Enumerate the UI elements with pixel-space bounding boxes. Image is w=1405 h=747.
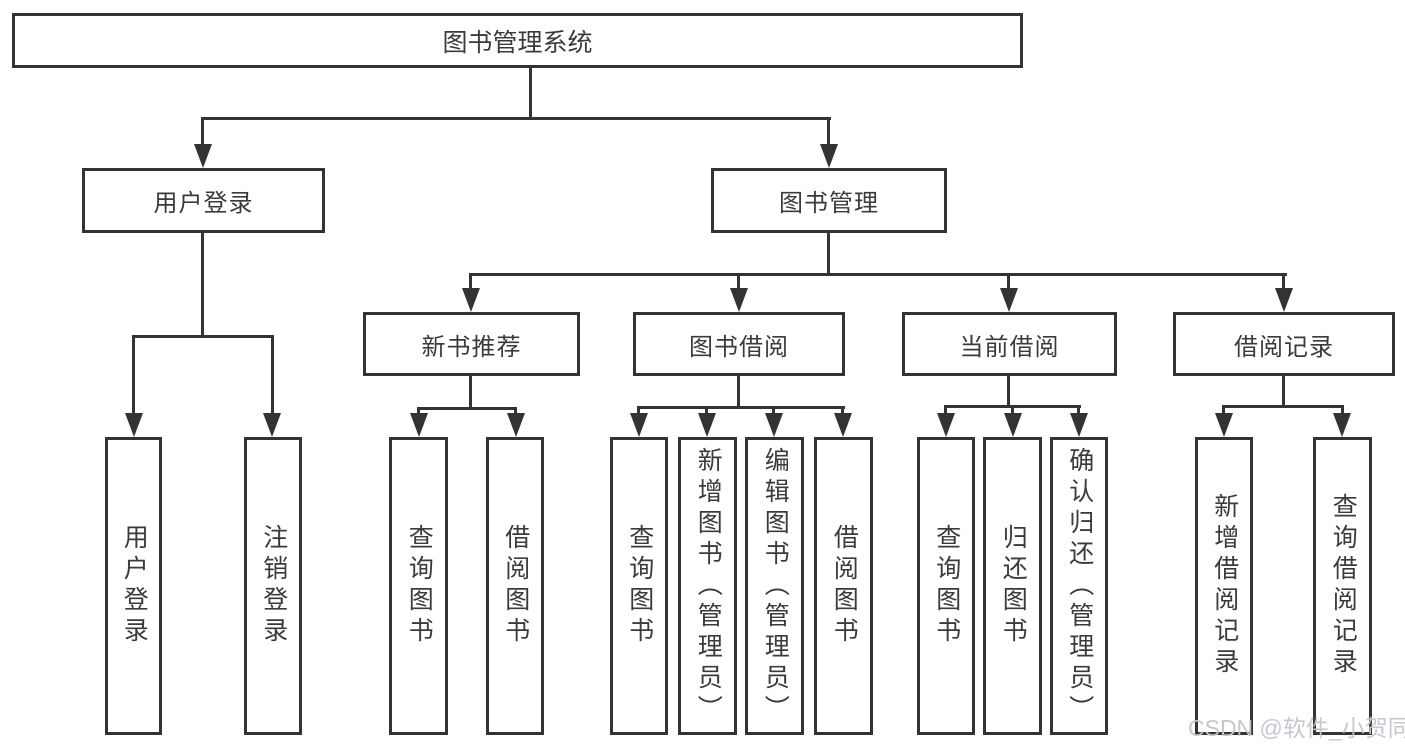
arrow-down-icon [507,413,525,437]
leaf-label: 归还图书 [999,524,1028,648]
arrow-down-icon [462,288,480,312]
leaf-confirm-return-admin: 确认归还（管理员） [1050,437,1108,735]
connector-line [132,335,135,415]
leaf-label: 借阅图书 [830,524,859,648]
leaf-logout: 注销登录 [244,437,302,735]
connector-line [529,66,532,118]
leaf-label: 用户登录 [120,524,149,648]
leaf-add-borrow-record: 新增借阅记录 [1195,437,1253,735]
leaf-borrow-books-recommend: 借阅图书 [486,437,544,735]
connector-line [1222,405,1344,408]
connector-line [1222,405,1225,415]
connector-line [514,407,517,415]
node-user-login: 用户登录 [82,168,325,233]
connector-line [271,335,274,415]
node-label: 用户登录 [153,190,254,217]
leaf-label: 查询借阅记录 [1329,493,1358,679]
csdn-watermark: CSDN @软件_小贺同学 [1188,715,1405,741]
connector-line [705,406,708,415]
node-label: 图书管理系统 [442,28,593,57]
leaf-query-books-borrow: 查询图书 [610,437,668,735]
arrow-down-icon [937,413,955,437]
connector-line [737,374,740,409]
leaf-label: 查询图书 [932,524,961,648]
connector-line [417,407,420,415]
connector-line [132,335,274,338]
leaf-add-book-admin: 新增图书（管理员） [678,437,737,735]
connector-line [841,406,844,415]
leaf-label: 新增图书（管理员） [694,446,723,726]
arrow-down-icon [765,413,783,437]
arrow-down-icon [1004,413,1022,437]
node-label: 当前借阅 [959,333,1060,361]
leaf-edit-book-admin: 编辑图书（管理员） [745,437,804,735]
connector-line [201,117,204,147]
leaf-query-books-recommend: 查询图书 [389,437,448,735]
connector-line [1007,374,1010,408]
leaf-user-login: 用户登录 [105,437,162,735]
connector-line [469,273,1287,276]
leaf-return-book: 归还图书 [983,437,1042,735]
leaf-label: 查询图书 [625,524,654,648]
arrow-down-icon [410,413,428,437]
arrow-down-icon [125,413,143,437]
arrow-down-icon [194,144,212,168]
node-label: 新书推荐 [421,333,522,361]
connector-line [944,405,947,415]
connector-line [637,406,640,415]
arrow-down-icon [1275,288,1293,312]
connector-line [1282,374,1285,408]
node-borrow-records: 借阅记录 [1173,312,1395,376]
leaf-label: 确认归还（管理员） [1065,446,1094,726]
connector-line [201,117,831,120]
connector-line [1011,405,1014,415]
node-label: 借阅记录 [1234,333,1334,361]
connector-line [1077,405,1080,415]
connector-line [1341,405,1344,415]
connector-line [469,273,472,290]
leaf-label: 查询图书 [405,524,434,648]
arrow-down-icon [820,144,838,168]
node-new-book-recommend: 新书推荐 [363,312,580,376]
leaf-label: 注销登录 [259,524,288,648]
node-book-management: 图书管理 [711,168,947,233]
connector-line [417,407,517,410]
leaf-label: 借阅图书 [501,524,530,648]
leaf-borrow-books: 借阅图书 [814,437,873,735]
node-library-system: 图书管理系统 [12,13,1023,68]
arrow-down-icon [834,413,852,437]
node-label: 图书管理 [779,190,879,217]
arrow-down-icon [1000,288,1018,312]
connector-line [1282,273,1285,290]
connector-line [737,273,740,290]
arrow-down-icon [1070,413,1088,437]
connector-line [772,406,775,415]
connector-line [637,406,845,409]
arrow-down-icon [630,413,648,437]
leaf-query-borrow-record: 查询借阅记录 [1313,437,1372,735]
connector-line [201,231,204,337]
node-current-borrow: 当前借阅 [902,312,1117,376]
arrow-down-icon [1333,413,1351,437]
arrow-down-icon [263,413,281,437]
node-label: 图书借阅 [689,333,789,361]
leaf-label: 编辑图书（管理员） [761,446,790,726]
leaf-label: 新增借阅记录 [1210,493,1239,679]
arrow-down-icon [698,413,716,437]
arrow-down-icon [730,288,748,312]
connector-line [1007,273,1010,290]
connector-line [827,231,830,275]
connector-line [469,374,472,409]
arrow-down-icon [1215,413,1233,437]
connector-line [827,117,830,147]
leaf-query-books-current: 查询图书 [917,437,975,735]
node-book-borrow: 图书借阅 [633,312,845,376]
